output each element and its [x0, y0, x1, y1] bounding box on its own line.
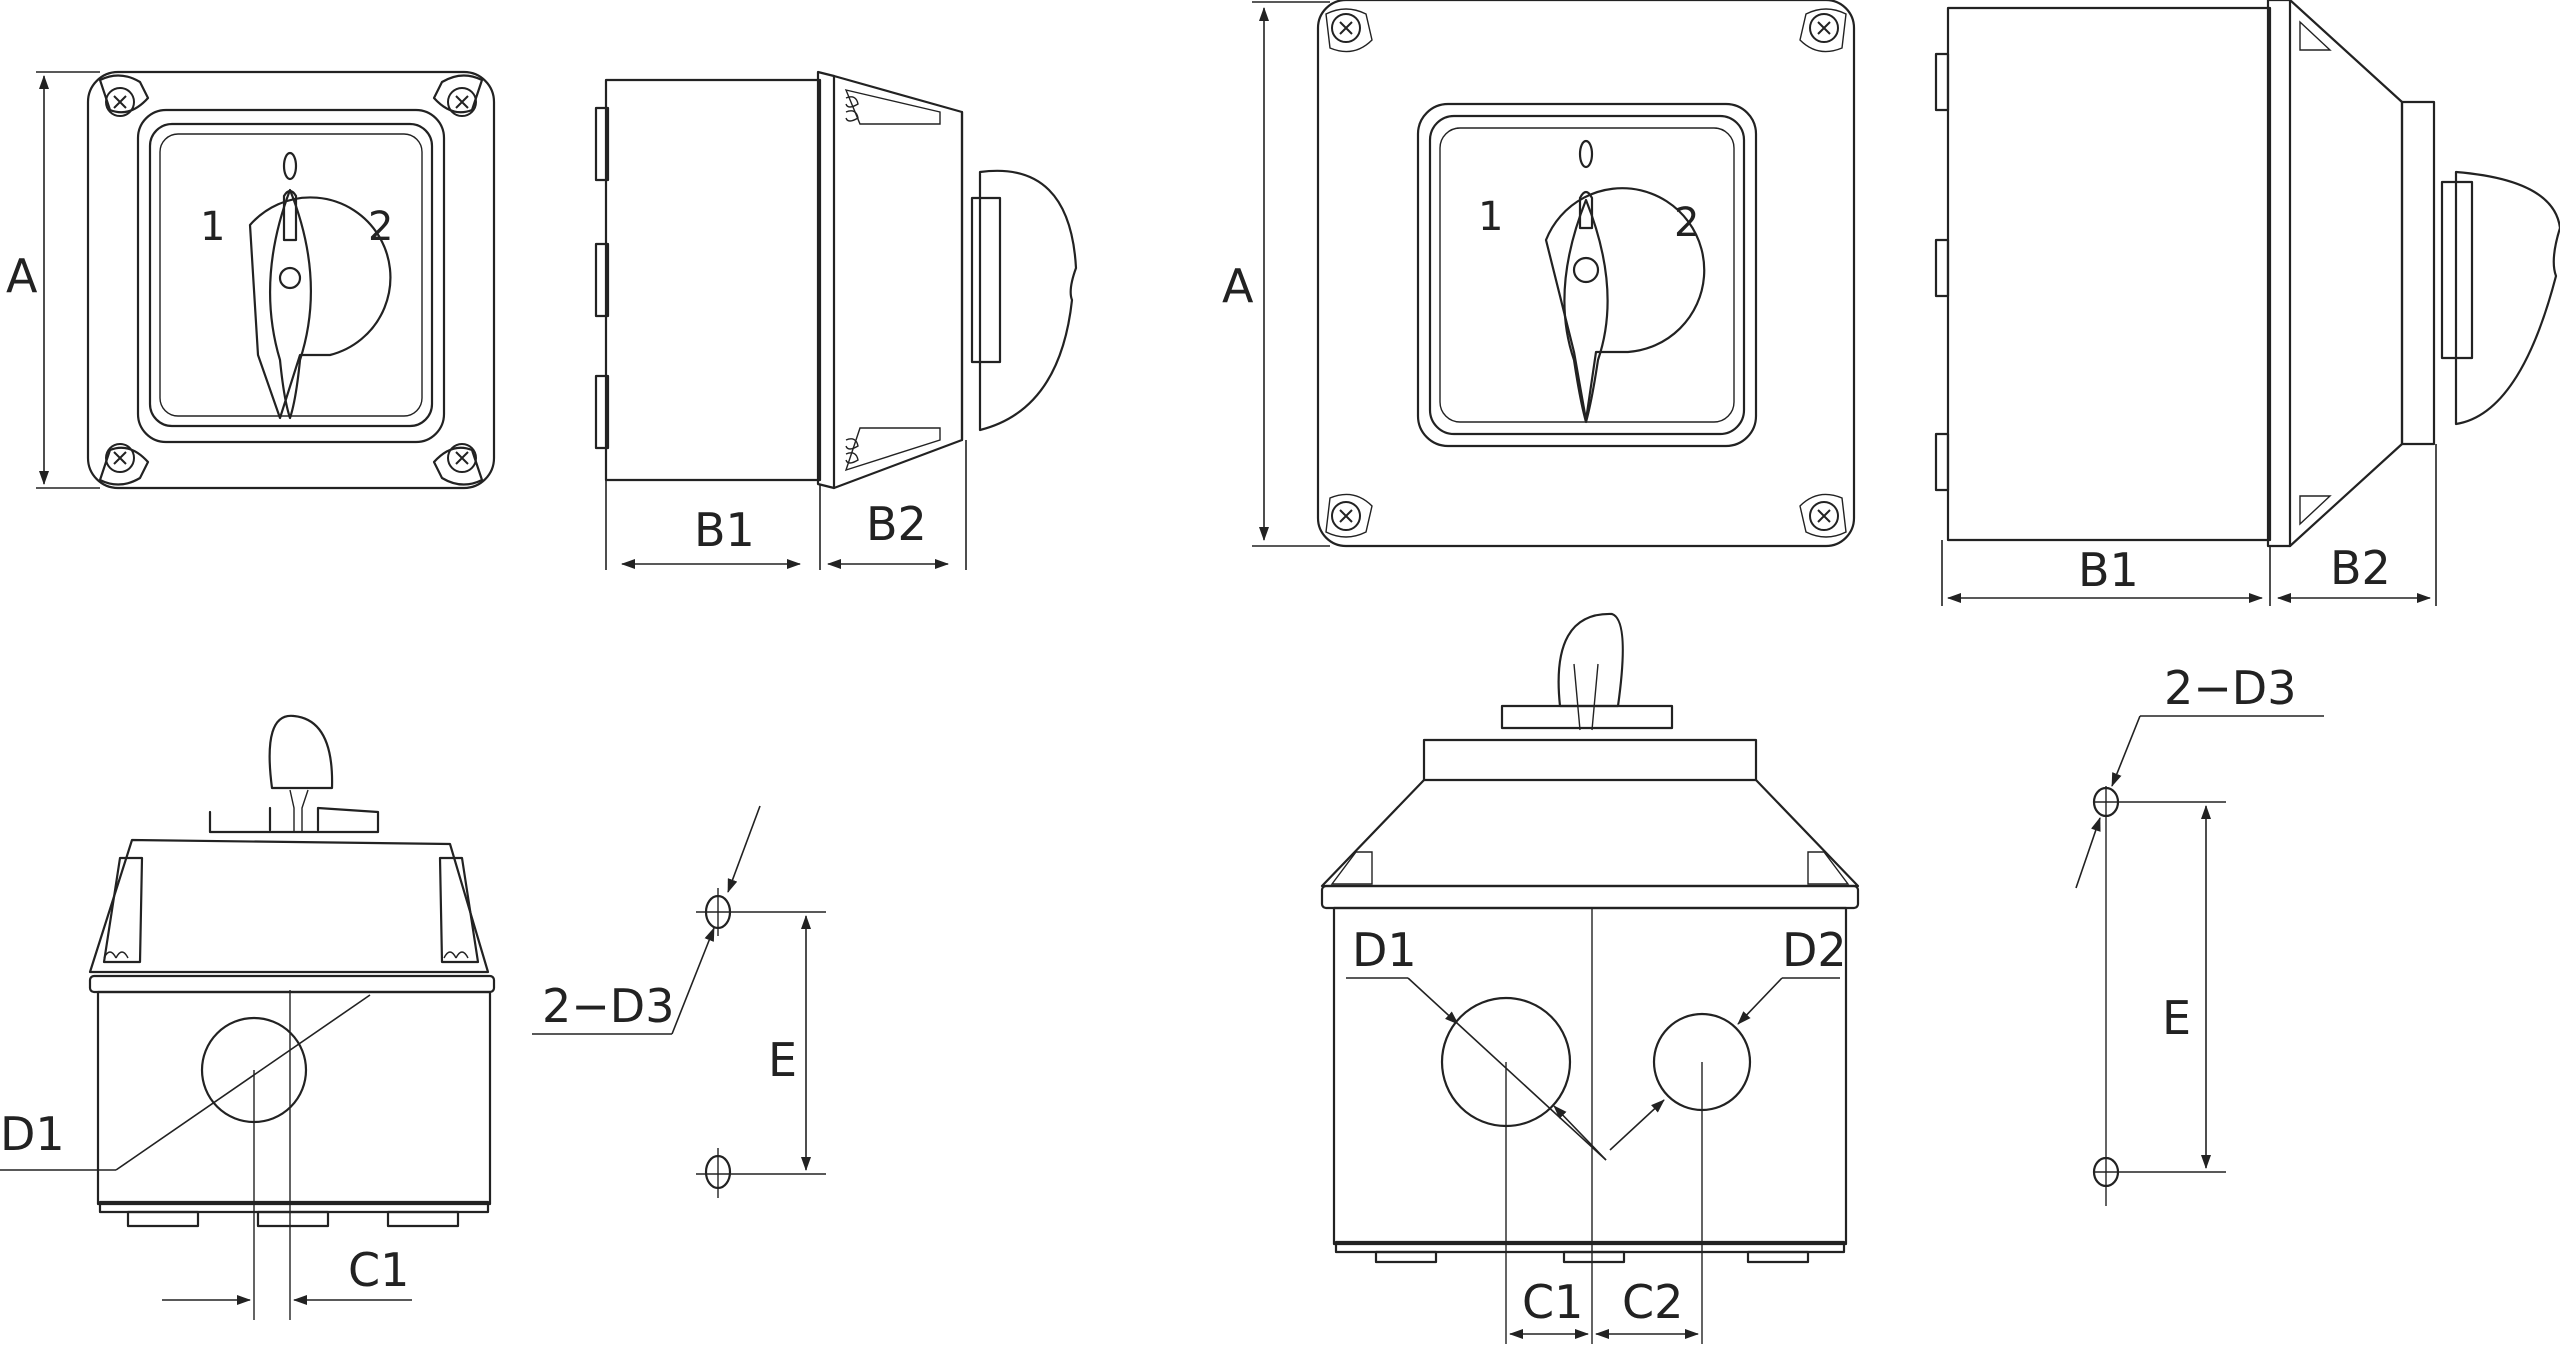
screw-icon [1809, 501, 1839, 531]
label-c1: C1 [348, 1243, 409, 1297]
screw-icon [1331, 501, 1361, 531]
small-mounting-holes: E 2−D3 [532, 805, 826, 1198]
label-b2: B2 [866, 497, 927, 551]
screw-icon [1809, 13, 1839, 43]
label-c2: C2 [1622, 1275, 1683, 1329]
large-bottom-view [1320, 612, 1860, 1344]
label-2-d3: 2−D3 [542, 979, 675, 1033]
small-dimension-c1-d1: C1 D1 [0, 994, 412, 1305]
small-side-view [594, 70, 1078, 490]
dial-position-2: 2 [1674, 200, 1699, 246]
label-a: A [6, 249, 38, 303]
label-d2: D2 [1782, 923, 1847, 977]
small-bottom-view [88, 714, 496, 1320]
large-mounting-holes: E 2−D3 [2075, 661, 2324, 1206]
label-d1: D1 [0, 1107, 65, 1161]
label-e: E [2162, 991, 2191, 1045]
label-d1: D1 [1352, 923, 1417, 977]
small-dimension-a: A [6, 71, 100, 489]
dial-position-1: 1 [200, 204, 225, 250]
small-front-view: 1 2 [86, 70, 496, 490]
label-e: E [768, 1033, 797, 1087]
dial-position-1: 1 [1478, 194, 1503, 240]
label-a: A [1222, 259, 1254, 313]
large-dimension-b: B1 B2 [1941, 444, 2437, 606]
screw-icon [1331, 13, 1361, 43]
large-front-view: 1 2 [1316, 0, 1856, 548]
label-c1: C1 [1522, 1275, 1583, 1329]
label-b2: B2 [2330, 541, 2391, 595]
label-b1: B1 [694, 503, 755, 557]
dial-position-2: 2 [368, 204, 393, 250]
large-dimension-a: A [1222, 1, 1330, 547]
small-dimension-b: B1 B2 [605, 440, 967, 570]
label-b1: B1 [2078, 543, 2139, 597]
large-side-view [1934, 0, 2560, 548]
label-2-d3: 2−D3 [2164, 661, 2297, 715]
large-dimension-c-d: C1 C2 D1 D2 [1346, 923, 1847, 1339]
